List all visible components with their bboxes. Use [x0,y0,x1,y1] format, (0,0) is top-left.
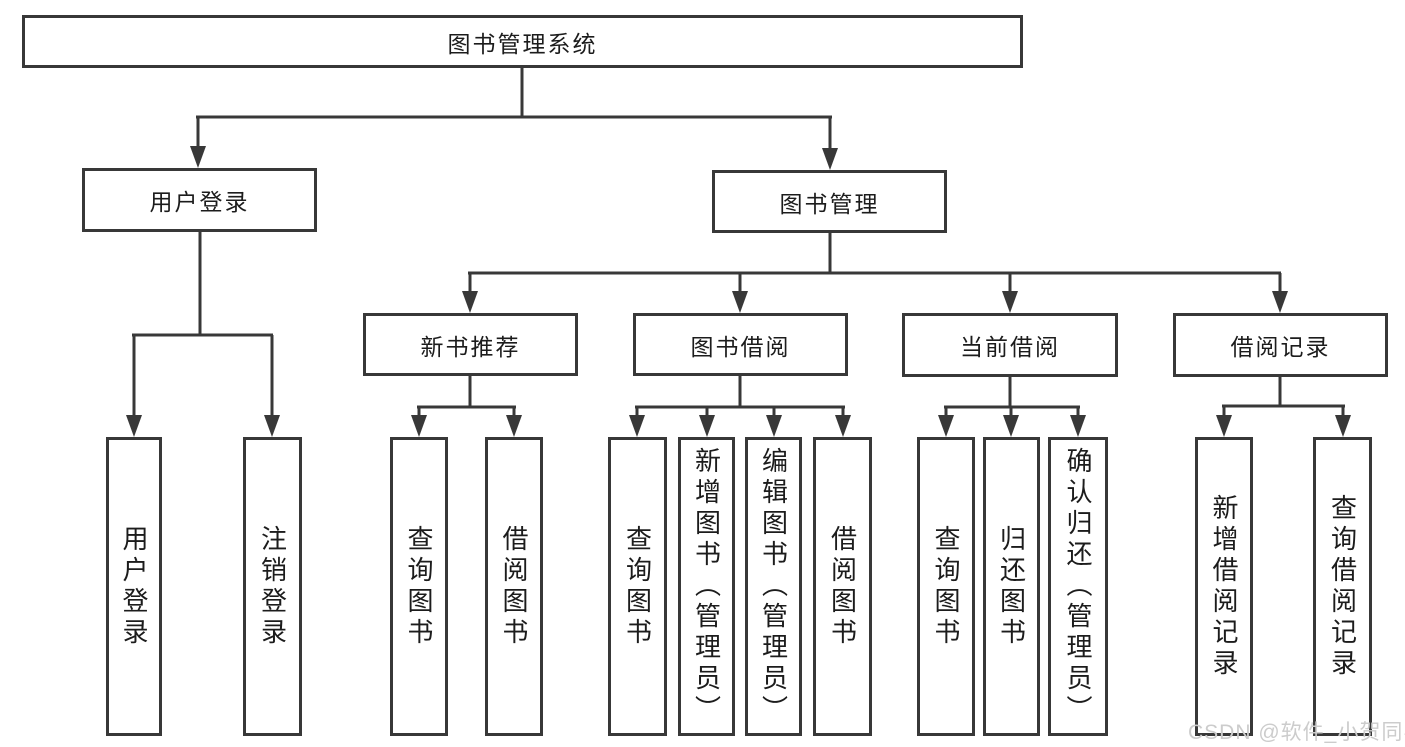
node-leaf-edit-books-admin: 编辑图书（管理员） [745,437,802,736]
arrowhead-icon [629,415,645,437]
node-label: 确认归还（管理员） [1063,447,1093,726]
node-label: 新书推荐 [420,333,521,360]
node-label: 查询借阅记录 [1327,493,1358,680]
node-leaf-logout: 注销登录 [243,437,302,736]
arrowhead-icon [732,291,748,313]
node-label: 新增图书（管理员） [691,447,722,726]
node-label: 借阅图书 [827,524,858,649]
node-label: 查询图书 [404,524,434,649]
arrowhead-icon [938,415,954,437]
connector-root-to-level2 [190,68,838,170]
node-leaf-query-borrow-record: 查询借阅记录 [1313,437,1372,736]
node-leaf-query-books: 查询图书 [917,437,975,736]
node-label: 注销登录 [257,524,288,649]
node-current-borrowing: 当前借阅 [902,313,1118,377]
node-label: 用户登录 [149,189,250,215]
node-user-login: 用户登录 [82,168,317,232]
node-label: 新增借阅记录 [1209,493,1239,680]
node-book-management: 图书管理 [712,170,947,233]
node-leaf-return-books: 归还图书 [983,437,1040,736]
arrowhead-icon [1070,415,1086,437]
connector-records-children [1216,377,1351,437]
node-borrow-records: 借阅记录 [1173,313,1388,377]
node-label: 图书管理系统 [447,30,598,57]
connector-borrowing-children [629,376,851,437]
arrowhead-icon [699,415,715,437]
arrowhead-icon [190,146,206,168]
node-label: 借阅图书 [499,524,529,649]
node-label: 借阅记录 [1230,334,1331,360]
connector-book-mgmt-sections [462,233,1288,313]
arrowhead-icon [264,415,280,437]
csdn-watermark: CSDN @软件_小贺同学 [1188,721,1405,744]
node-leaf-add-borrow-record: 新增借阅记录 [1195,437,1253,736]
node-root-library-system: 图书管理系统 [22,15,1023,68]
arrowhead-icon [822,148,838,170]
node-label: 用户登录 [119,524,149,649]
arrowhead-icon [835,415,851,437]
node-new-book-recommend: 新书推荐 [363,313,578,376]
arrowhead-icon [1216,415,1232,437]
node-leaf-borrow-books: 借阅图书 [485,437,543,736]
node-label: 图书借阅 [690,333,791,360]
arrowhead-icon [1003,415,1019,437]
node-label: 当前借阅 [960,334,1060,360]
node-leaf-user-login: 用户登录 [106,437,162,736]
node-leaf-confirm-return-admin: 确认归还（管理员） [1048,437,1108,736]
node-label: 图书管理 [779,190,880,217]
connector-current-children [938,377,1086,437]
node-label: 查询图书 [931,524,961,649]
node-label: 查询图书 [622,524,653,649]
arrowhead-icon [1272,291,1288,313]
node-label: 归还图书 [996,524,1027,649]
arrowhead-icon [766,415,782,437]
arrowhead-icon [1002,291,1018,313]
arrowhead-icon [126,415,142,437]
arrowhead-icon [506,415,522,437]
arrowhead-icon [462,291,478,313]
node-label: 编辑图书（管理员） [758,447,789,726]
node-leaf-add-books-admin: 新增图书（管理员） [678,437,735,736]
node-leaf-query-books: 查询图书 [608,437,667,736]
connector-new-book-children [411,376,522,437]
arrowhead-icon [411,415,427,437]
node-leaf-borrow-books: 借阅图书 [813,437,872,736]
arrowhead-icon [1335,415,1351,437]
node-leaf-query-books: 查询图书 [390,437,448,736]
node-book-borrowing: 图书借阅 [633,313,848,376]
connector-user-login-children [126,232,280,437]
